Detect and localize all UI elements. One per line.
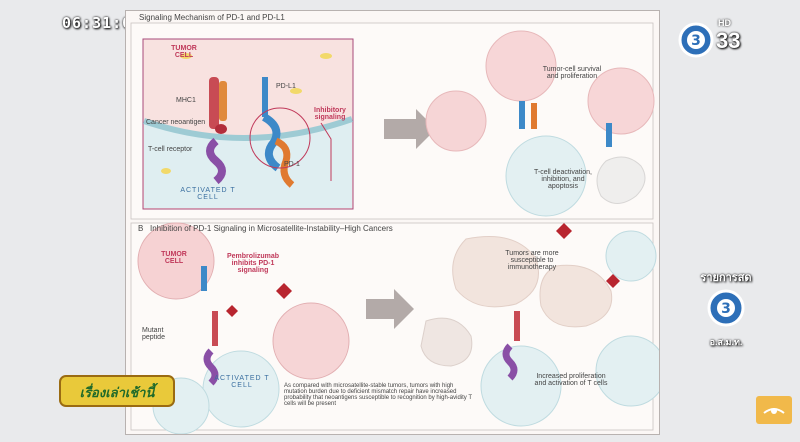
t-cell-receptor-shape: [206, 137, 226, 185]
svg-text:3: 3: [691, 33, 701, 49]
t-cell-membrane: [144, 119, 352, 208]
panel-b-caption: As compared with microsatellite-stable t…: [284, 383, 472, 407]
tumor-cell-a3: [587, 67, 655, 135]
pd-1-molecule: [274, 137, 295, 188]
live-sub-label: อ.ส.ม.ท.: [709, 337, 743, 347]
t-cell-b3: [480, 345, 562, 427]
mutant-peptide-label: Mutant peptide: [142, 327, 165, 341]
clock: 06:31:02: [62, 14, 143, 32]
susceptible-label: Tumors are more susceptible to immunothe…: [505, 250, 559, 271]
deactivation-label: T-cell deactivation, inhibition, and apo…: [534, 169, 592, 190]
tumor-cell-label: TUMOR CELL: [171, 45, 197, 59]
channel-hd-label: HD: [718, 18, 731, 28]
t-cell-receptor-label: T-cell receptor: [148, 146, 193, 153]
mhc1-molecule: [209, 77, 219, 129]
live-badge: รายการสด 3 อ.ส.ม.ท.: [696, 268, 756, 350]
t-cell-a: [505, 135, 587, 217]
inhibitory-arrow: [320, 122, 332, 181]
pd-l1-label: PD-L1: [276, 83, 296, 90]
pembrolizumab-label: Pembrolizumab inhibits PD-1 signaling: [226, 253, 280, 274]
dying-tumor-b2: [539, 264, 613, 328]
activated-t-cell-label-b: ACTIVATED T CELL: [214, 375, 270, 389]
tumor-cell-label-b: TUMOR CELL: [161, 251, 187, 265]
slide-illustration: [130, 22, 659, 434]
survival-label: Tumor-cell survival and proliferation: [542, 66, 602, 80]
tumor-cell-a1: [425, 90, 487, 152]
t-cell-b5: [605, 230, 657, 282]
t-cell-b4: [595, 335, 659, 407]
pd-1-label: PD-1: [284, 161, 300, 168]
panel-a-arrow: [384, 109, 436, 149]
show-logo: เรื่องเล่าเช้านี้: [58, 372, 176, 410]
mhc1-molecule-2: [219, 81, 227, 121]
live-channel-3-icon: 3: [707, 289, 745, 327]
corner-badge-icon: [756, 396, 792, 424]
panel-a-title: Signaling Mechanism of PD-1 and PD-L1: [139, 13, 285, 22]
t-cell-b1: [202, 350, 280, 428]
increased-label: Increased proliferation and activation o…: [534, 373, 608, 387]
panel-b-letter: B: [138, 224, 144, 233]
dying-tumor-b1: [452, 236, 539, 308]
channel-3-logo: 3 HD 33: [678, 18, 760, 60]
neoantigen-dot: [215, 124, 227, 134]
membrane-line: [143, 116, 353, 141]
pd-l1-molecule: [262, 77, 268, 117]
inhibitory-label: Inhibitory signaling: [314, 107, 346, 121]
tumor-cell-b1: [137, 222, 215, 300]
neoantigen-label: Cancer neoantigen: [146, 119, 206, 126]
mhc1-label: MHC1: [176, 97, 196, 104]
activated-t-cell-label-a: ACTIVATED T CELL: [180, 187, 236, 201]
tumor-cell-b2: [272, 302, 350, 380]
svg-text:3: 3: [721, 301, 731, 317]
slide: Signaling Mechanism of PD-1 and PD-L1 TU…: [125, 10, 660, 435]
apoptotic-cell: [596, 156, 646, 204]
live-label: รายการสด: [700, 272, 752, 284]
show-title: เรื่องเล่าเช้านี้: [79, 385, 155, 400]
inhibitory-circle: [249, 107, 311, 169]
panel-b-arrow: [366, 289, 414, 329]
panel-b-title: Inhibition of PD-1 Signaling in Microsat…: [150, 224, 393, 233]
channel-number: 33: [716, 28, 741, 53]
pd-l1-curve: [261, 113, 281, 172]
